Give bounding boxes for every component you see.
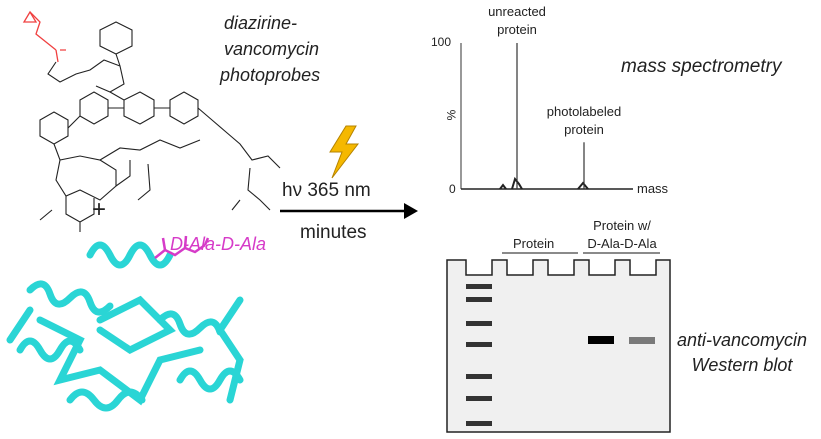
reaction-condition: hν 365 nm xyxy=(282,180,371,201)
diazirine-group xyxy=(22,10,66,63)
mass-spec-title: mass spectrometry xyxy=(621,56,782,77)
ladder-bands xyxy=(466,284,492,426)
lightning-icon xyxy=(329,125,360,179)
probe-title-line-2: vancomycin xyxy=(224,39,320,59)
dalanine-label: D-Ala-D-Ala xyxy=(170,234,267,254)
dalanine-ligand xyxy=(154,235,210,259)
y-tick-100: 100 xyxy=(431,35,452,49)
x-axis-label: mass xyxy=(637,181,669,196)
peak-label-line: unreacted xyxy=(488,4,546,19)
peak-label-line: protein xyxy=(497,22,537,37)
group1-label: Protein xyxy=(513,236,555,251)
reaction-time: minutes xyxy=(300,222,367,243)
group2-label-line: Protein w/ xyxy=(593,218,651,233)
band-strong xyxy=(588,336,614,344)
band-weak xyxy=(629,337,655,344)
blot-title-line-2: Western blot xyxy=(691,355,793,375)
plus-sign: + xyxy=(92,196,107,223)
peak-label-line: photolabeled xyxy=(546,104,622,119)
y-tick-0: 0 xyxy=(449,182,456,196)
blot-title-line-1: anti-vancomycin xyxy=(677,330,808,350)
probe-title-line-1: diazirine- xyxy=(224,13,298,33)
group2-label-line: D-Ala-D-Ala xyxy=(587,236,657,251)
probe-title-line-3: photoprobes xyxy=(220,65,321,85)
peak-label-line: protein xyxy=(564,122,604,137)
